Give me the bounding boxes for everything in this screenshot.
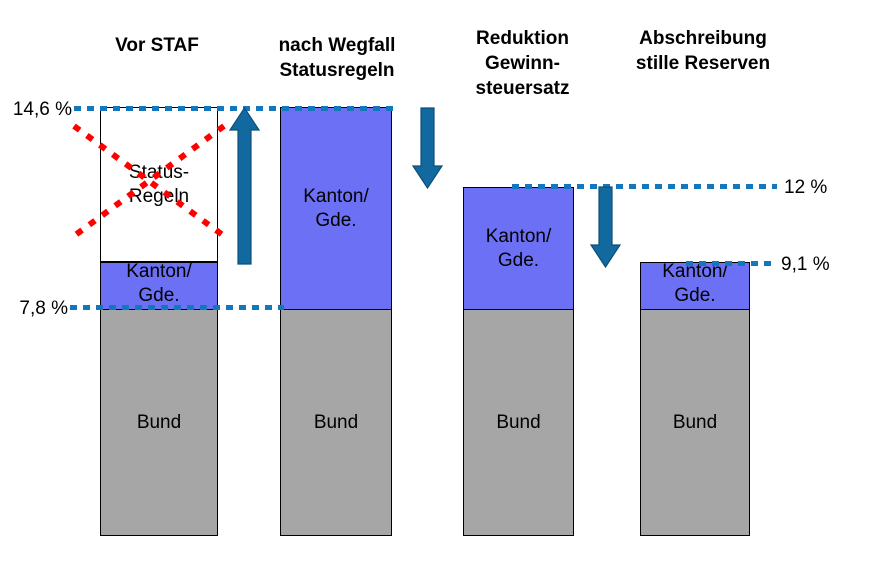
bar-vor-staf-segment-kanton-gde: Kanton/ Gde. (100, 261, 218, 310)
segment-label-bund: Bund (136, 411, 182, 433)
bar-abschreibung-segment-kanton-gde: Kanton/ Gde. (640, 261, 750, 310)
reference-label-9-1: 9,1 % (781, 254, 830, 275)
bar-reduktion-segment-kanton-gde: Kanton/ Gde. (463, 187, 574, 310)
reference-line-9-1 (686, 261, 774, 266)
segment-label-kanton-gde: Kanton/ Gde. (303, 185, 369, 231)
reference-line-7-8 (70, 305, 284, 310)
bar-nach-wegfall-segment-kanton-gde: Kanton/ Gde. (280, 107, 392, 310)
reference-label-14-6: 14,6 % (12, 99, 72, 120)
reference-line-12 (512, 184, 777, 189)
segment-label-kanton-gde: Kanton/ Gde. (485, 225, 552, 271)
column-heading-abschreibung-stille-reserven: Abschreibung stille Reserven (635, 28, 771, 74)
segment-label-kanton-gde: Kanton/ Gde. (126, 261, 192, 306)
segment-label-bund: Bund (496, 411, 541, 433)
arrow-down-icon (411, 107, 444, 190)
reference-label-12: 12 % (784, 177, 828, 198)
segment-label-kanton-gde: Kanton/ Gde. (662, 261, 728, 306)
bar-abschreibung-segment-bund: Bund (640, 309, 750, 536)
cross-out-icon (72, 123, 226, 239)
column-heading-vor-staf: Vor STAF (115, 35, 199, 56)
reference-line-14-6 (74, 106, 394, 111)
bar-nach-wegfall-segment-bund: Bund (280, 309, 392, 536)
bar-reduktion-segment-bund: Bund (463, 309, 574, 536)
column-heading-reduktion-gewinnsteuersatz: Reduktion Gewinn- steuersatz (475, 28, 570, 99)
reference-label-7-8: 7,8 % (19, 298, 68, 319)
segment-label-bund: Bund (313, 411, 359, 433)
segment-label-bund: Bund (672, 411, 718, 433)
arrow-up-icon (228, 106, 261, 265)
column-heading-nach-wegfall-statusregeln: nach Wegfall Statusregeln (278, 35, 396, 81)
bar-vor-staf-segment-bund: Bund (100, 309, 218, 536)
arrow-down-icon (589, 186, 622, 269)
